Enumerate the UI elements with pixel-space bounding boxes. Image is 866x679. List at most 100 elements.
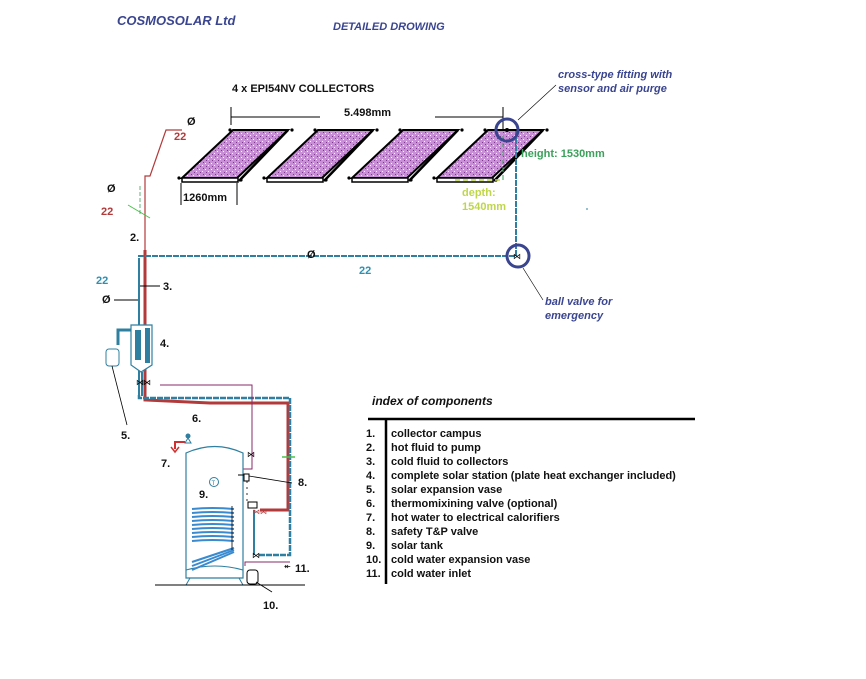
coil-turn	[191, 549, 235, 567]
mixing-pipe	[160, 384, 290, 566]
svg-text:⋈: ⋈	[252, 551, 260, 560]
connector-dot	[262, 176, 266, 180]
label-7: 7.	[161, 458, 171, 470]
coil-turn	[191, 523, 235, 526]
cold-diameter-symbol: Ø	[307, 249, 316, 261]
hot-water-outlet	[170, 433, 192, 454]
cold-diameter-value: 22	[359, 265, 372, 277]
cross-fitting-marker	[494, 84, 557, 143]
heat-exchanger-coil	[191, 507, 235, 571]
index-title: index of components	[372, 394, 493, 408]
solar-tank: T	[185, 445, 244, 586]
inlet-valve-icon: ↞	[284, 562, 291, 571]
index-text: cold water expansion vase	[391, 554, 531, 566]
connector-dot	[313, 128, 317, 132]
label-8: 8.	[298, 477, 308, 489]
coil-turn	[191, 507, 235, 510]
connector-dot	[545, 128, 549, 132]
label-10: 10.	[263, 600, 279, 612]
cross-fitting-callout: cross-type fitting with sensor and air p…	[558, 68, 672, 96]
index-row: 5. solar expansion vase	[366, 483, 676, 497]
ball-valve-callout: ball valve for emergency	[545, 295, 612, 323]
index-row: 1.collector campus	[366, 427, 676, 441]
coil-turn	[191, 535, 235, 538]
collector-panel	[347, 128, 464, 183]
hot-diameter-value: 22	[174, 131, 187, 143]
height-label: height: 1530mm	[521, 148, 605, 160]
index-number: 1.	[366, 428, 376, 440]
svg-text:⋈: ⋈	[513, 252, 521, 261]
coil-turn	[191, 551, 235, 571]
label-9: 9.	[199, 489, 209, 501]
solar-station: ⋈ ⋈	[116, 324, 153, 396]
index-row: 10. cold water expansion vase	[366, 553, 676, 567]
connector-dot	[324, 178, 328, 182]
label-3: 3.	[163, 281, 173, 293]
riser-diameter-symbol: Ø	[107, 183, 116, 195]
panel-width-dimension	[180, 183, 238, 205]
hot-pipe	[143, 129, 290, 512]
index-number: 9.	[366, 540, 376, 552]
index-row: 7. hot water to electrical calorifiers	[366, 511, 676, 525]
index-number: 6.	[366, 498, 376, 510]
connector-dot	[432, 176, 436, 180]
company-name: COSMOSOLAR Ltd	[117, 13, 236, 28]
index-row: 2. hot fluid to pump	[366, 441, 676, 455]
index-number: 8.	[366, 526, 376, 538]
index-number: 3.	[366, 456, 376, 468]
index-number: 7.	[366, 512, 376, 524]
svg-text:⋈: ⋈	[143, 378, 151, 387]
svg-text:⋈⋈: ⋈⋈	[253, 509, 267, 516]
callout-line: emergency	[545, 310, 604, 322]
ball-valve-marker: ⋈	[505, 243, 544, 301]
index-number: 5.	[366, 484, 376, 496]
svg-text:⋈: ⋈	[247, 450, 255, 459]
index-row: 4.complete solar station (plate heat exc…	[366, 469, 676, 483]
connector-dot	[409, 178, 413, 182]
panel-width-label: 1260mm	[183, 192, 228, 204]
index-text: cold water inlet	[391, 568, 472, 580]
index-row: 3. cold fluid to collectors	[366, 455, 676, 469]
safety-tp-valve: ⋈⋈	[238, 473, 293, 516]
svg-text:T: T	[212, 481, 216, 487]
coil-turn	[191, 515, 235, 518]
collector-panels	[177, 128, 549, 183]
index-row: 6.thermomixining valve (optional)	[366, 497, 676, 511]
index-text: hot water to electrical calorifiers	[391, 512, 560, 524]
index-number: 11.	[366, 568, 381, 580]
svg-text:⋈: ⋈	[136, 378, 144, 387]
coil-turn	[191, 527, 235, 530]
collector-panel	[177, 128, 294, 183]
index-text: solar expansion vase	[391, 484, 503, 496]
index-number: 10.	[366, 554, 382, 566]
index-row: 11. cold water inlet	[366, 567, 676, 581]
index-text: hot fluid to pump	[391, 442, 481, 454]
total-width-dimension	[230, 107, 504, 130]
label-5: 5.	[121, 430, 131, 442]
connector-dot	[483, 128, 487, 132]
connector-dot	[290, 128, 294, 132]
depth-dimension	[455, 135, 504, 181]
callout-line: cross-type fitting with	[558, 69, 673, 81]
index-number: 2.	[366, 442, 376, 454]
depth-value: 1540mm	[462, 201, 507, 213]
depth-label: depth:	[462, 187, 496, 199]
index-number: 4.	[366, 470, 376, 482]
index-row: 9. solar tank	[366, 539, 676, 553]
connector-dot	[398, 128, 402, 132]
cold-vertical-diameter-value: 22	[96, 275, 109, 287]
coil-turn	[191, 539, 235, 542]
index-text: solar tank	[391, 540, 443, 552]
callout-line: ball valve for	[545, 296, 613, 308]
coil-turn	[191, 519, 235, 522]
collector-panel	[262, 128, 379, 183]
cold-water-expansion-vase	[246, 569, 273, 593]
hot-diameter-symbol: Ø	[187, 116, 196, 128]
connector-dot	[177, 176, 181, 180]
label-6: 6.	[192, 413, 202, 425]
cold-vertical-diameter-symbol: Ø	[102, 294, 111, 306]
index-text: cold fluid to collectors	[391, 456, 509, 468]
collectors-title: 4 x EPI54NV COLLECTORS	[232, 83, 375, 95]
